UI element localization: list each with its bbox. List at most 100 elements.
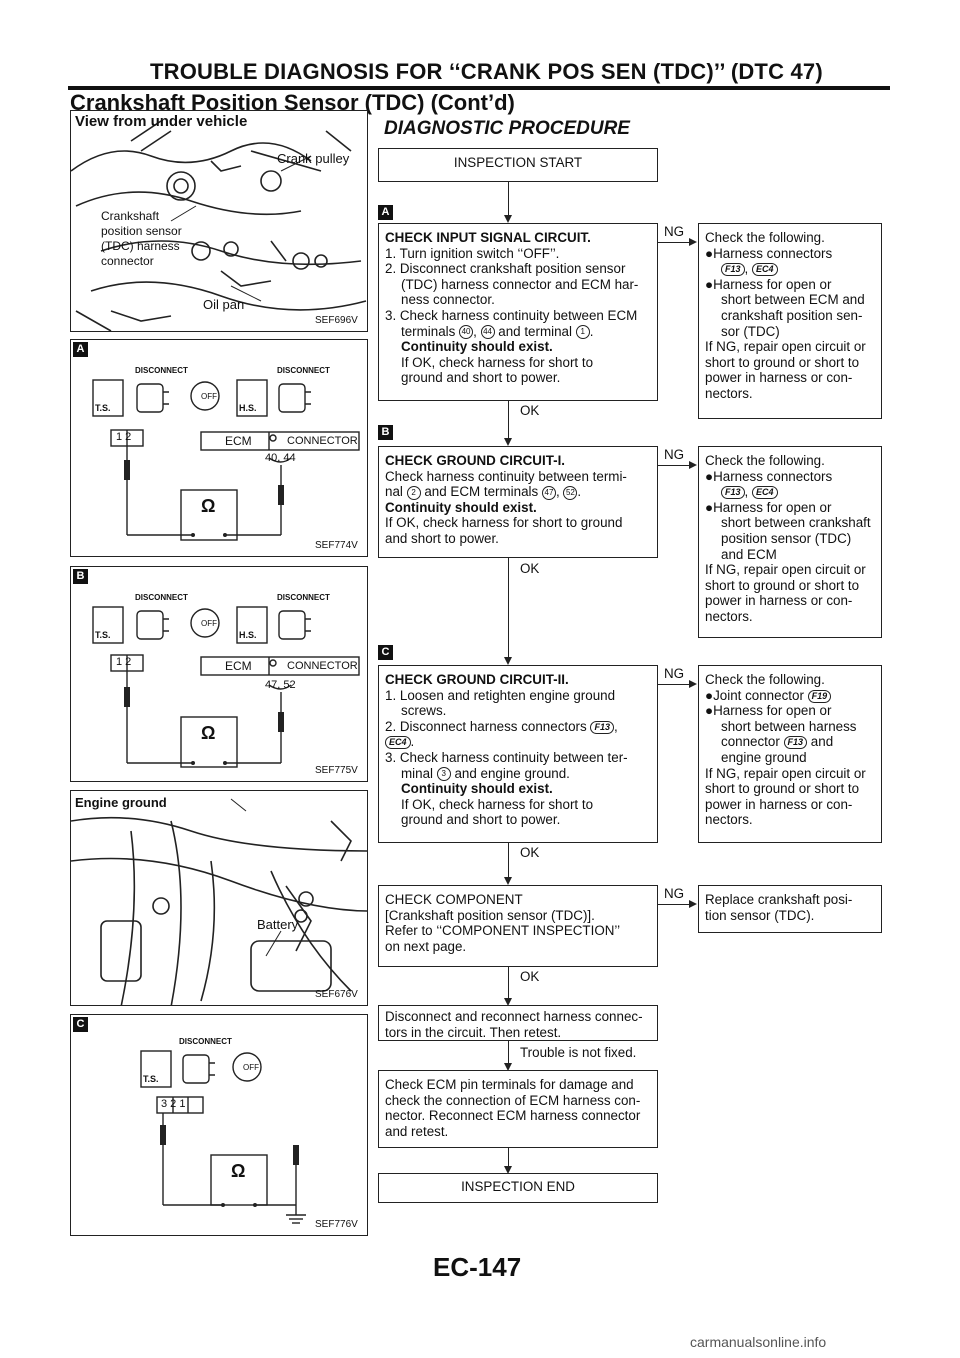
label-ts: T.S. — [95, 630, 111, 640]
flow-line — [658, 904, 690, 905]
connector-badge: EC4 — [385, 736, 411, 750]
label-pins: 1 2 — [116, 656, 132, 668]
terminal-badge: 2 — [406, 485, 421, 500]
inspection-start-box: INSPECTION START — [378, 148, 658, 182]
header-title: TROUBLE DIAGNOSIS FOR ‘‘CRANK POS SEN (T… — [150, 59, 823, 84]
label-sensor-3: (TDC) harness — [101, 239, 180, 253]
label-sensor-2: position sensor — [101, 224, 182, 238]
label-hs: H.S. — [239, 403, 257, 413]
terminal-badge: 52 — [563, 485, 578, 500]
flow-line — [658, 242, 690, 243]
label-disconnect-2: DISCONNECT — [277, 366, 330, 375]
connector-badge: F13 — [783, 736, 808, 750]
step-check-ground-circuit-ii: CHECK GROUND CIRCUIT-II. 1. Loosen and r… — [378, 665, 658, 843]
figure-view-from-under-vehicle: View from under vehicle Crank pulley Cra… — [70, 110, 368, 332]
flow-tag-b: B — [378, 425, 393, 440]
figure-b-ground-circuit: B DISCONNECT T.S. OFF — [70, 566, 368, 782]
not-fixed-label: Trouble is not fixed. — [520, 1045, 637, 1060]
connector-badge: F13 — [721, 486, 745, 500]
down-arrow-icon — [504, 1063, 512, 1071]
figure-code: SEF774V — [315, 540, 358, 551]
figure-code: SEF775V — [315, 765, 358, 776]
label-sensor-4: connector — [101, 254, 154, 268]
label-sensor-1: Crankshaft — [101, 209, 160, 223]
ng-box-4: Replace crankshaft posi- tion sensor (TD… — [698, 885, 882, 933]
ng-box-3: Check the following. ●Joint connector F1… — [698, 665, 882, 843]
inspection-end-box: INSPECTION END — [378, 1173, 658, 1203]
connector-badge: EC4 — [751, 263, 778, 277]
step-check-input-signal: CHECK INPUT SIGNAL CIRCUIT. 1. Turn igni… — [378, 223, 658, 401]
engine-ground-illustration — [71, 798, 367, 1005]
flow-line — [508, 182, 509, 216]
header-rule — [68, 86, 890, 90]
terminal-badge: 1 — [575, 325, 590, 340]
flow-tag-c: C — [378, 645, 393, 660]
figure-tag-a: A — [73, 342, 88, 357]
terminal-badge: 40 — [459, 325, 474, 340]
label-connector: CONNECTOR — [287, 660, 358, 672]
down-arrow-icon — [504, 1166, 512, 1174]
right-arrow-icon — [689, 238, 697, 246]
ohm-icon: Ω — [231, 1161, 246, 1181]
engine-illustration — [71, 120, 367, 331]
ng-label: NG — [664, 666, 685, 681]
flow-line — [508, 967, 509, 999]
flow-line — [508, 401, 509, 439]
circuit-diagram-c — [140, 1050, 306, 1224]
ok-label: OK — [520, 969, 540, 984]
figure-code: SEF776V — [315, 1219, 358, 1230]
right-arrow-icon — [689, 680, 697, 688]
label-terminals: 47, 52 — [265, 679, 296, 691]
flow-line — [508, 1148, 509, 1168]
step-check-component: CHECK COMPONENT [Crankshaft position sen… — [378, 885, 658, 967]
flow-line — [658, 684, 690, 685]
figure-c-ground-circuit-ii: C DISCONNECT T.S. OFF 3 2 1 Ω — [70, 1014, 368, 1236]
label-pins: 1 2 — [116, 431, 132, 443]
label-off: OFF — [201, 619, 217, 628]
down-arrow-icon — [504, 438, 512, 446]
label-disconnect-1: DISCONNECT — [135, 366, 188, 375]
connector-badge: EC4 — [751, 486, 778, 500]
label-connector: CONNECTOR — [287, 435, 358, 447]
ng-box-2: Check the following. ●Harness connectors… — [698, 446, 882, 638]
label-ecm: ECM — [225, 434, 252, 448]
flow-line — [508, 1041, 509, 1065]
figure-caption: View from under vehicle — [75, 113, 248, 130]
label-oil-pan: Oil pan — [203, 297, 245, 312]
step-check-ecm-pins: Check ECM pin terminals for damage and c… — [378, 1070, 658, 1148]
ng-box-1: Check the following. ●Harness connectors… — [698, 223, 882, 419]
terminal-badge: 3 — [436, 767, 451, 782]
watermark-footer[interactable]: carmanualsonline.info — [690, 1334, 827, 1350]
flow-line — [658, 465, 690, 466]
label-battery: Battery — [257, 917, 299, 932]
connector-badge: F13 — [590, 720, 614, 734]
label-pins: 3 2 1 — [161, 1098, 186, 1110]
page-number: EC-147 — [433, 1252, 522, 1282]
ohm-icon: Ω — [201, 723, 216, 743]
label-ts: T.S. — [95, 403, 111, 413]
label-off: OFF — [243, 1063, 259, 1072]
step-check-ground-circuit-i: CHECK GROUND CIRCUIT-I. Check harness co… — [378, 446, 658, 558]
ng-label: NG — [664, 886, 685, 901]
label-disconnect: DISCONNECT — [179, 1037, 232, 1046]
ok-label: OK — [520, 845, 540, 860]
ok-label: OK — [520, 561, 540, 576]
terminal-badge: 47 — [541, 485, 556, 500]
section-title: DIAGNOSTIC PROCEDURE — [384, 118, 630, 139]
ng-label: NG — [664, 447, 685, 462]
label-crank-pulley: Crank pulley — [277, 151, 350, 166]
connector-badge: F13 — [721, 263, 745, 277]
step-reconnect-harness: Disconnect and reconnect harness connec-… — [378, 1005, 658, 1041]
circuit-diagram-b — [92, 606, 360, 768]
label-disconnect-1: DISCONNECT — [135, 593, 188, 602]
figure-code: SEF676V — [315, 989, 358, 1000]
terminal-badge: 44 — [480, 325, 495, 340]
label-ts: T.S. — [143, 1074, 159, 1084]
right-arrow-icon — [689, 900, 697, 908]
figure-code: SEF696V — [315, 315, 358, 326]
flow-line — [508, 558, 509, 658]
flow-tag-a: A — [378, 205, 393, 220]
label-hs: H.S. — [239, 630, 257, 640]
connector-badge: F19 — [807, 689, 832, 703]
label-ecm: ECM — [225, 659, 252, 673]
